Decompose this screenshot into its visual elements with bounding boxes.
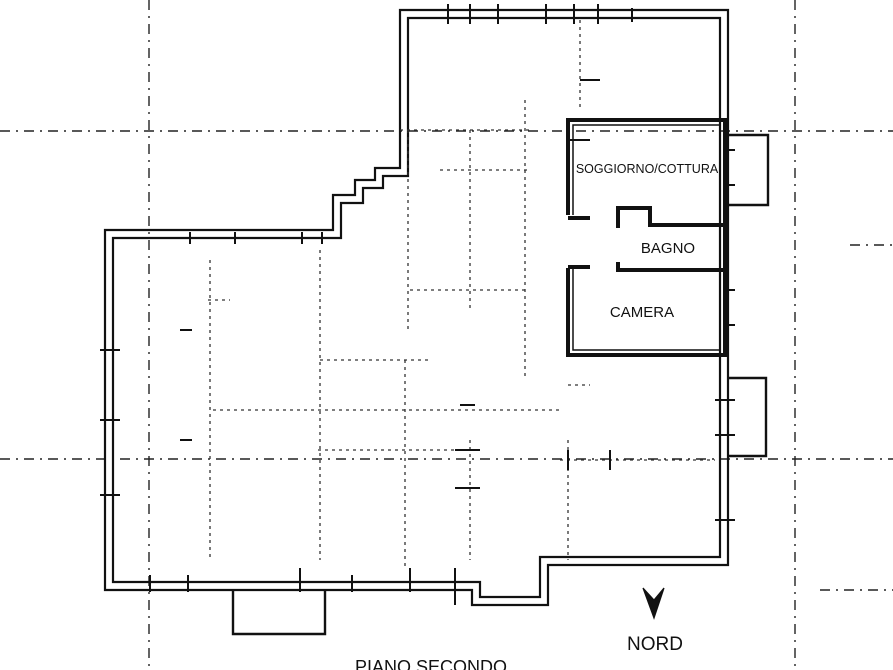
outer-wall-line [103, 8, 730, 607]
unit-outline [566, 118, 727, 357]
inner-wall-line [111, 16, 722, 599]
balcony-south [231, 590, 327, 636]
bagno-top-wall [616, 206, 725, 227]
wall-ticks [100, 4, 735, 605]
bagno-bottom-wall [616, 262, 725, 272]
interior-structure [208, 20, 715, 570]
balcony-east-lower [728, 376, 768, 458]
compass-label: NORD [627, 634, 683, 655]
balconies [231, 133, 770, 636]
room-label-camera: CAMERA [610, 304, 674, 321]
north-arrow-icon [642, 587, 665, 620]
outer-walls [103, 8, 730, 607]
room-label-bagno: BAGNO [641, 240, 695, 257]
room-label-soggiorno: SOGGIORNO/COTTURA [576, 162, 719, 176]
balcony-east-upper [728, 133, 770, 207]
window-marks [725, 149, 735, 326]
floor-label: PIANO SECONDO [355, 657, 507, 670]
